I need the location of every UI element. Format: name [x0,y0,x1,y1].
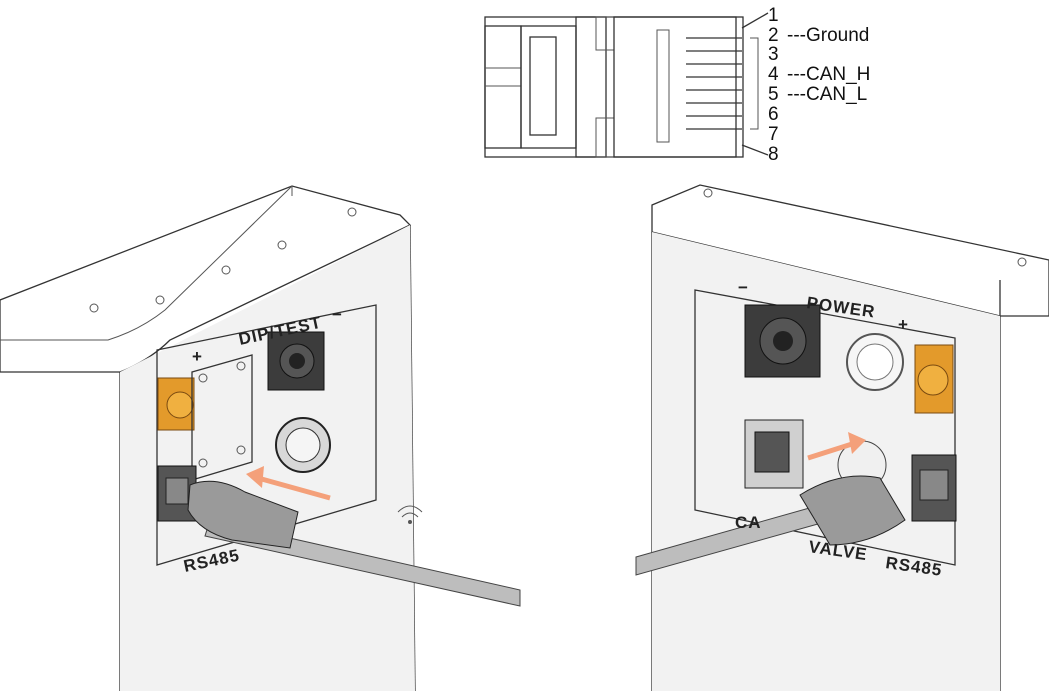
wifi-icon [397,505,423,524]
pin-1-label: 1 [768,5,779,26]
can-h-signal-label: ---CAN_H [787,64,870,85]
pin-8-label: 8 [768,144,779,165]
right-minus-label: − [738,278,749,297]
insert-arrow-right [807,432,866,461]
left-minus-label: − [332,305,343,324]
pin-5-label: 5 [768,84,779,105]
pin-3-label: 3 [768,44,779,65]
insert-arrow-left [246,466,331,501]
can-partial-label: CA [735,513,762,532]
pin-6-label: 6 [768,104,779,125]
ground-signal-label: ---Ground [787,25,869,46]
pin-2-label: 2 [768,25,779,46]
right-plus-label: + [898,315,909,334]
can-l-signal-label: ---CAN_L [787,84,867,105]
pin-7-label: 7 [768,124,779,145]
cable-gland-right [799,475,906,546]
left-plus-label: + [192,347,203,366]
left-battery-illustration: + − DIP/TEST RS485 [0,185,521,691]
right-battery-illustration: − POWER + CA VALVE RS485 [635,184,1049,691]
pin-4-label: 4 [768,64,779,85]
dip-test-cover [191,354,253,481]
rj45-contacts [686,37,742,130]
cable-gland-left [187,480,299,549]
rj45-connector: 1 2 3 4 5 6 7 8 ---Ground ---CAN_H ---CA… [484,5,870,165]
